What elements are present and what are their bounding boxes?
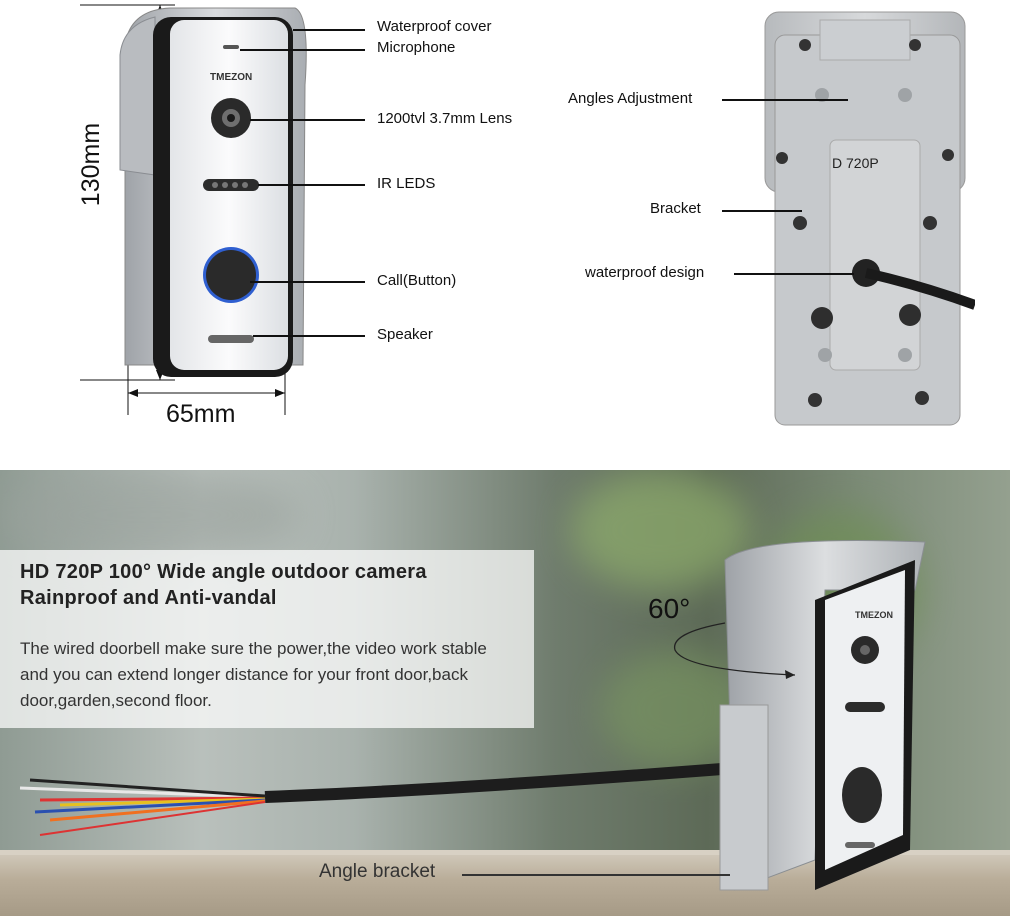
mounted-doorbell-image: TMEZON (719, 539, 926, 891)
label-call-button: Call(Button) (377, 272, 457, 289)
label-speaker: Speaker (377, 326, 433, 343)
label-lens: 1200tvl 3.7mm Lens (377, 110, 513, 127)
angle-bracket-label: Angle bracket (319, 861, 436, 882)
product-photo-banner: HD 720P 100° Wide angle outdoor camera R… (0, 470, 1010, 916)
banner-headline-2: Rainproof and Anti-vandal (20, 587, 277, 609)
doorbell-front-image: TMEZON (119, 7, 307, 377)
label-waterproof-cover: Waterproof cover (377, 18, 492, 35)
banner-headline-1: HD 720P 100° Wide angle outdoor camera (20, 561, 427, 583)
label-waterproof-design: waterproof design (585, 264, 705, 281)
angle-bracket-leader (462, 874, 730, 876)
cable-image (19, 762, 736, 836)
rotation-arrow (673, 622, 796, 679)
label-microphone: Microphone (377, 39, 456, 56)
brand-logo: TMEZON (210, 72, 252, 83)
banner-description-2: and you can extend longer distance for y… (20, 665, 468, 684)
label-ir-leds: IR LEDS (377, 175, 436, 192)
banner-text-box: HD 720P 100° Wide angle outdoor camera R… (0, 550, 534, 728)
banner-description-1: The wired doorbell make sure the power,t… (20, 639, 487, 658)
photo-brand-logo: TMEZON (855, 610, 893, 620)
back-model-label: D 720P (832, 155, 879, 171)
banner-description-3: door,garden,second floor. (20, 691, 212, 710)
angle-60-label: 60° (648, 593, 691, 624)
label-bracket: Bracket (650, 200, 701, 217)
width-dimension: 65mm (166, 400, 236, 428)
height-dimension: 130mm (77, 122, 106, 207)
label-angles-adjustment: Angles Adjustment (568, 90, 693, 107)
doorbell-back-image: D 720P (764, 11, 975, 426)
